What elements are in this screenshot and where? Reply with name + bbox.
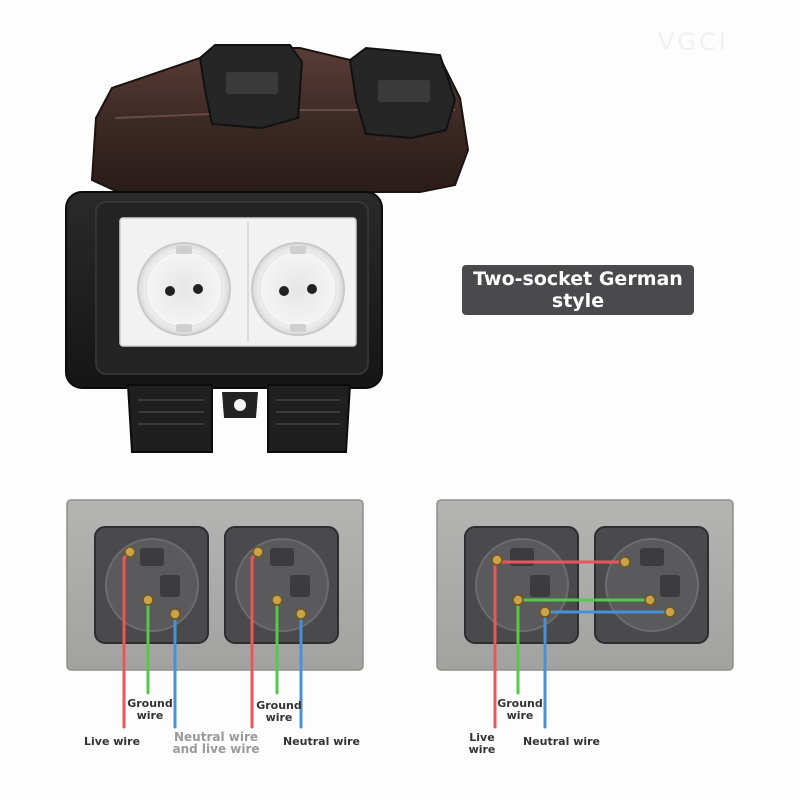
latch-slot-right: [378, 80, 430, 102]
label-ground-wire-left-2: Ground wire: [256, 699, 302, 724]
weatherproof-socket-box: [65, 44, 470, 453]
label-ground-wire-left-1: Ground wire: [127, 697, 173, 722]
socket-outlet-2: [251, 242, 345, 336]
label-neutral-wire-right: Neutral wire: [523, 735, 601, 748]
socket-outlet-1: [137, 242, 231, 336]
label-live-wire-left: Live wire: [84, 735, 141, 748]
label-neutral-wire-left: Neutral wire: [283, 735, 361, 748]
watermark-text: VGCI: [658, 28, 729, 56]
center-tab-hole: [234, 399, 246, 411]
terminal-socket-left-1: [105, 538, 199, 632]
bottom-clip-right: [267, 384, 352, 453]
latch-slot-left: [226, 72, 278, 94]
terminal-screws: [124, 546, 676, 620]
clip-ribs: [138, 399, 340, 425]
terminal-socket-left-2: [235, 538, 329, 632]
wiring-diagram-right: [436, 499, 734, 671]
label-neutral-and-live-wire: Neutral wire and live wire: [172, 730, 260, 756]
product-title-badge: Two-socket German style: [462, 265, 694, 315]
label-live-wire-right: Live wire: [468, 731, 496, 756]
label-ground-wire-right: Ground wire: [497, 697, 543, 722]
bottom-clip-left: [126, 384, 213, 453]
wiring-diagram-left: [66, 499, 364, 671]
